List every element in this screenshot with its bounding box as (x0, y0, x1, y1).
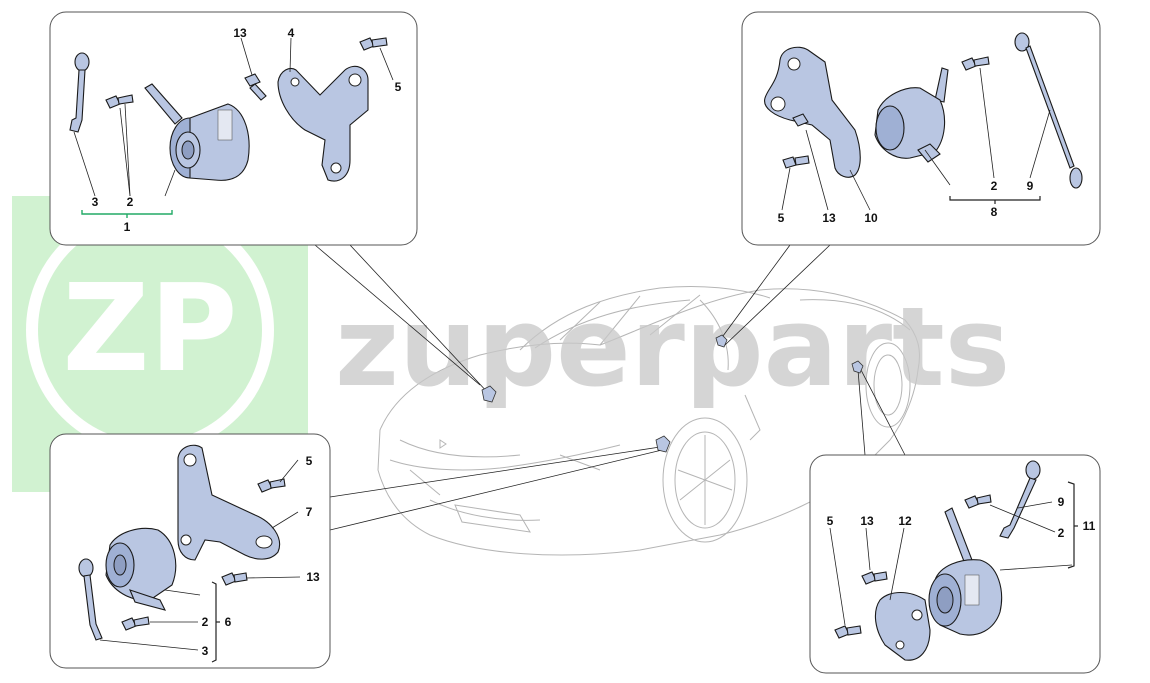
callout-11: 11 (1083, 519, 1096, 533)
sensor-part (928, 507, 1003, 636)
callout-3: 3 (92, 195, 99, 209)
callout-5: 5 (395, 80, 402, 94)
callout-5: 5 (827, 514, 834, 528)
callout-3: 3 (202, 644, 209, 658)
panel-leaders (314, 244, 906, 531)
screw-part (834, 625, 862, 639)
callout-8: 8 (991, 205, 998, 219)
callout-12: 12 (898, 514, 912, 528)
callout-6: 6 (225, 615, 232, 629)
screw-part (257, 478, 286, 493)
screw-part (221, 572, 248, 586)
sensor-part (874, 67, 949, 163)
watermark-brand-text: zuperparts (335, 283, 1010, 411)
panel-bottom-left: 5 7 13 2 6 3 (49, 433, 331, 669)
car-sensor-markers (481, 334, 864, 453)
sensor-part (144, 83, 250, 181)
panel-top-left: 13 4 5 3 2 1 (49, 11, 418, 246)
link-rod-part (69, 52, 90, 133)
screw-part (961, 56, 990, 71)
car-outline (377, 285, 920, 556)
sensor-part (105, 527, 177, 611)
bracket-part (177, 444, 280, 561)
callout-5: 5 (306, 454, 313, 468)
callout-13: 13 (822, 211, 836, 225)
screw-part (359, 37, 388, 51)
callout-10: 10 (864, 211, 878, 225)
callout-13: 13 (306, 570, 320, 584)
panel-top-right: 2 9 5 13 10 8 (741, 11, 1101, 246)
screw-part (244, 73, 267, 101)
bracket-part (874, 591, 931, 661)
bracket-part (764, 46, 861, 178)
screw-part (861, 571, 888, 585)
callout-2: 2 (127, 195, 134, 209)
callout-5: 5 (778, 211, 785, 225)
screw-part (964, 494, 992, 509)
callout-2: 2 (1058, 526, 1065, 540)
callout-7: 7 (306, 505, 313, 519)
screw-part (782, 155, 810, 169)
link-rod-part (1014, 32, 1083, 189)
watermark-logo-text: ZP (63, 260, 238, 399)
screw-part (105, 94, 134, 109)
callout-2: 2 (991, 179, 998, 193)
callout-4: 4 (288, 26, 295, 40)
callout-13: 13 (233, 26, 247, 40)
bracket-part (277, 65, 369, 182)
callout-9: 9 (1027, 179, 1034, 193)
screw-part (121, 616, 150, 631)
callout-9: 9 (1058, 495, 1065, 509)
panel-bottom-right: 9 5 13 12 2 11 (809, 454, 1101, 674)
callout-13: 13 (860, 514, 874, 528)
link-rod-part (78, 558, 103, 641)
callout-2: 2 (202, 615, 209, 629)
callout-1: 1 (124, 220, 131, 234)
